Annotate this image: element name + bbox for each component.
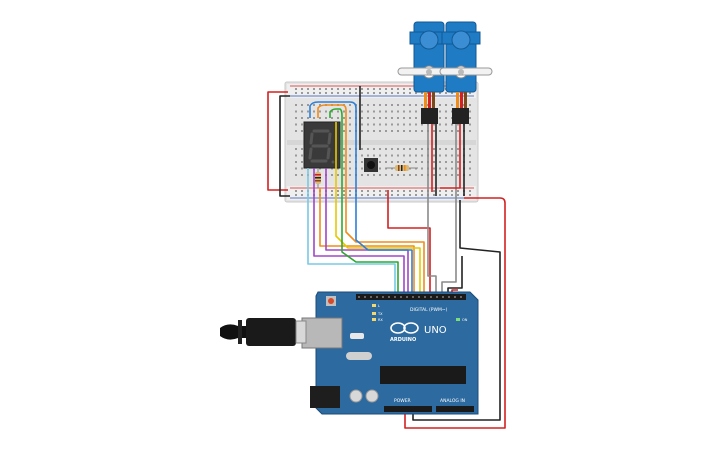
wires[interactable]	[267, 86, 506, 429]
digital-label: DIGITAL (PWM~)	[410, 307, 448, 313]
small-regulator	[350, 333, 364, 339]
on-label: ON	[462, 318, 468, 322]
digital-header[interactable]	[356, 294, 466, 300]
capacitor-2	[365, 389, 379, 403]
wire-cyan-1	[307, 168, 396, 296]
wire-red-button	[387, 190, 431, 296]
wire-gray-servo-right	[441, 124, 457, 296]
led-rx	[372, 318, 376, 321]
wire-purple-1	[313, 168, 405, 296]
power-header[interactable]	[384, 406, 432, 412]
power-label: POWER	[394, 398, 411, 404]
wire-red-servo-right	[440, 124, 461, 189]
digital-pins	[358, 296, 462, 298]
board-model: UNO	[424, 325, 447, 336]
resistor-display[interactable]	[315, 168, 321, 188]
wire-orange-2	[345, 122, 425, 296]
rx-label: RX	[378, 318, 383, 322]
servo-motor-left[interactable]	[397, 21, 461, 124]
push-button[interactable]	[364, 158, 378, 172]
servo-motor-right[interactable]	[439, 21, 493, 124]
resistor-button[interactable]	[386, 165, 418, 171]
arduino-logo-icon	[390, 322, 419, 334]
wire-gray-servo-left	[427, 124, 437, 296]
analog-label: ANALOG IN	[440, 398, 465, 404]
wire-yellow-1	[335, 122, 421, 296]
capacitor-1	[349, 389, 363, 403]
wire-orange-1	[319, 188, 415, 296]
tx-label: TX	[377, 312, 383, 316]
wire-black-left-loop	[279, 95, 290, 197]
wire-orange-top	[317, 104, 347, 122]
usb-port[interactable]	[301, 317, 343, 349]
arduino-uno-board[interactable]: ARDUINO UNO DIGITAL (PWM~) POWER ANALOG …	[301, 291, 479, 415]
wire-green-1	[341, 122, 399, 296]
wire-green-top	[329, 108, 343, 122]
wire-black-gnd-top	[412, 200, 501, 421]
usb-cable-icon[interactable]	[220, 318, 307, 346]
led-tx	[372, 312, 376, 315]
power-jack[interactable]	[310, 386, 340, 408]
led-l	[372, 304, 376, 307]
wire-red-power	[404, 197, 506, 429]
wire-blue-top	[309, 101, 357, 122]
analog-header[interactable]	[436, 406, 474, 412]
seven-segment-display[interactable]	[303, 121, 341, 169]
atmega-chip	[380, 366, 466, 384]
crystal	[346, 352, 372, 360]
wire-blue-1	[355, 122, 413, 296]
board-brand: ARDUINO	[390, 337, 416, 343]
led-on	[456, 318, 460, 321]
wire-red-left-loop	[267, 91, 288, 191]
l-label: L	[378, 304, 380, 308]
